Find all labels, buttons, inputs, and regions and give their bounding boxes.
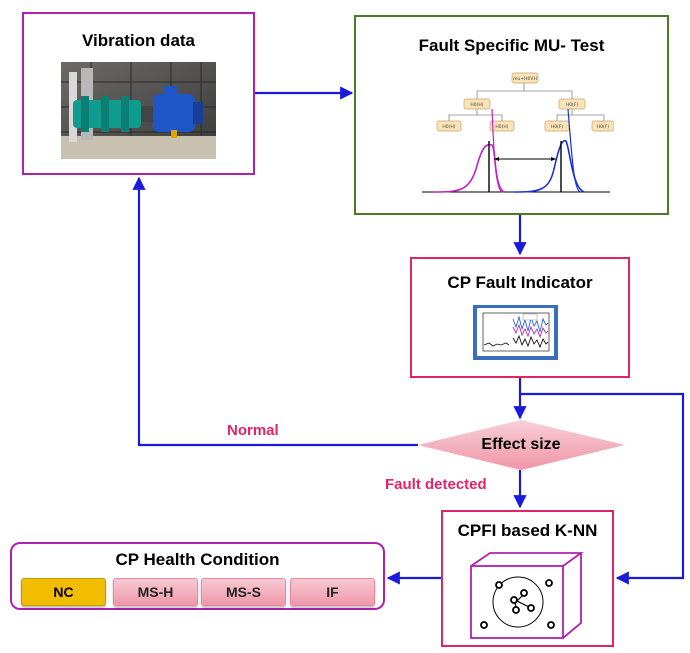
- tree-leaf-label: H0(F): [551, 124, 564, 130]
- tree-leaf-label: H0(H): [442, 124, 455, 130]
- effect-size-diamond: [418, 420, 625, 470]
- effect-size-label: Effect size: [481, 436, 561, 453]
- mu-test-title: Fault Specific MU- Test: [418, 36, 605, 55]
- tree-mid-right-label: H0(F): [566, 102, 579, 108]
- tree-leaf-label: H0(H): [495, 124, 508, 130]
- knn-box: CPFI based K-NN: [441, 510, 614, 647]
- cpfi-plot-thumbnail: [473, 305, 558, 360]
- mu-test-illustration: mu+H0VH H0(H) H0(F) H0(H) H0(H) H0(F) H0…: [422, 72, 614, 193]
- knn-title: CPFI based K-NN: [457, 521, 598, 540]
- class-chip-if: IF: [290, 578, 375, 606]
- arrow-normal-feedback: [132, 176, 418, 447]
- cp-fault-indicator-title: CP Fault Indicator: [447, 273, 593, 292]
- tree-root-label: mu+H0VH: [513, 76, 537, 82]
- class-chip-nc: NC: [21, 578, 106, 606]
- cp-health-condition-box: CP Health Condition NC MS-H MS-S IF: [10, 542, 385, 610]
- class-chip-ms-s: MS-S: [201, 578, 286, 606]
- knn-cube-icon: [470, 552, 584, 639]
- class-chip-ms-h: MS-H: [113, 578, 198, 606]
- mu-test-box: Fault Specific MU- Test mu+H0VH H0(H) H0…: [354, 15, 669, 215]
- cp-health-condition-title: CP Health Condition: [115, 550, 280, 569]
- normal-label: Normal: [227, 422, 279, 439]
- cp-fault-indicator-box: CP Fault Indicator: [410, 257, 630, 378]
- vibration-data-title: Vibration data: [81, 31, 196, 50]
- tree-leaf-label: H0(F): [597, 124, 610, 130]
- tree-mid-left-label: H0(H): [470, 102, 483, 108]
- pump-photo: [61, 62, 216, 159]
- vibration-data-box: Vibration data: [22, 12, 255, 175]
- arrow-cpfi-to-knn: [520, 392, 685, 585]
- fault-detected-label: Fault detected: [385, 476, 487, 493]
